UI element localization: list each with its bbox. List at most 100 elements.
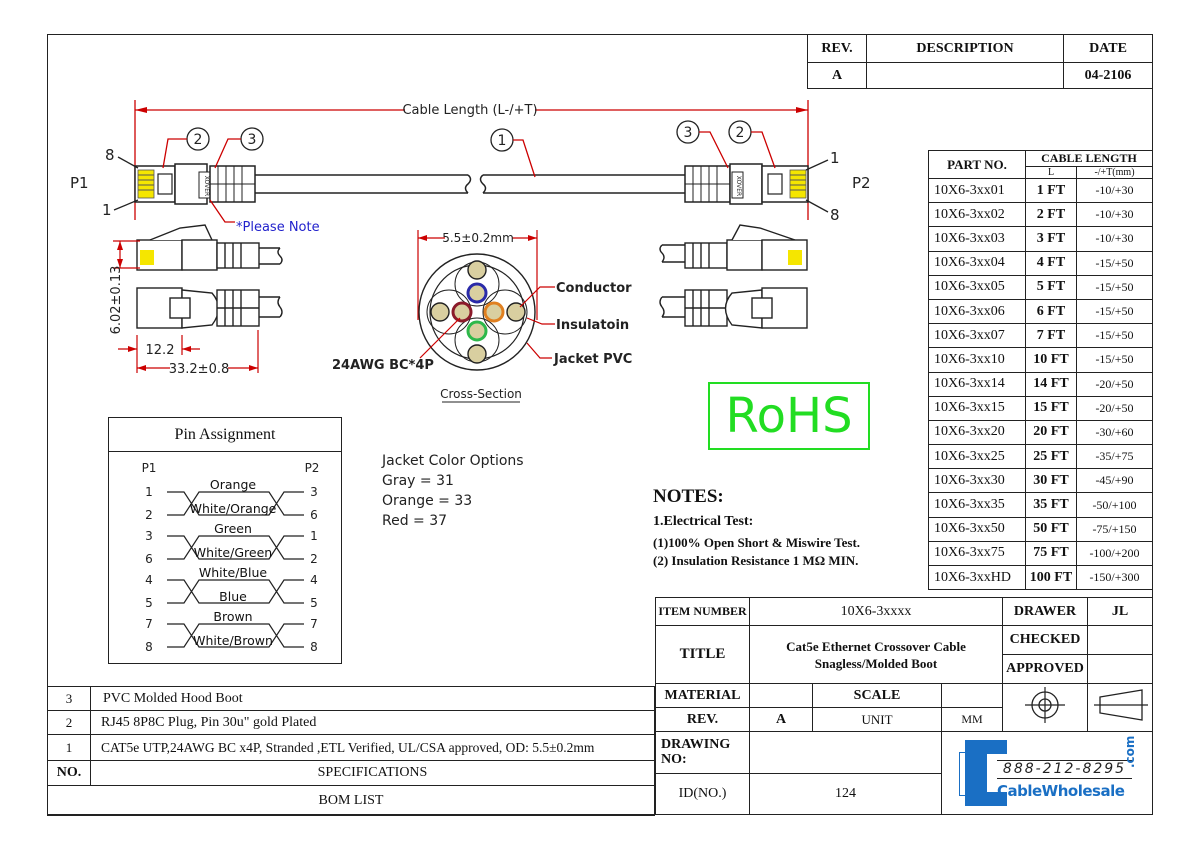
svg-text:3: 3 xyxy=(248,132,257,148)
jacket-color-red: Red = 37 xyxy=(382,513,448,529)
p1-pin: 8 xyxy=(145,640,153,654)
p2-label: P2 xyxy=(852,174,871,192)
projection-symbol-trapezoid xyxy=(1087,683,1153,732)
crosshair-circle-icon xyxy=(1025,687,1065,723)
left-plug-top: XOVER xyxy=(134,163,256,205)
length: 5 FT xyxy=(1025,274,1077,300)
bom-spec: PVC Molded Hood Boot xyxy=(90,686,655,711)
checked-value xyxy=(1087,625,1153,655)
tolerance: -15/+50 xyxy=(1076,347,1153,373)
rev-label: REV. xyxy=(655,707,750,732)
callout-1: 1 xyxy=(490,128,536,178)
boot-marking-left: XOVER xyxy=(203,176,210,196)
pin-1-right: 1 xyxy=(830,149,840,167)
boot-marking-right: XOVER xyxy=(735,176,742,196)
projection-symbol-circle xyxy=(1002,683,1088,732)
p2-pin: 8 xyxy=(310,640,318,654)
part-number: 10X6-3xx75 xyxy=(928,540,1026,567)
p1-pin: 5 xyxy=(145,596,153,610)
title-line-2: Snagless/Molded Boot xyxy=(814,655,938,671)
length: 10 FT xyxy=(1025,347,1077,373)
logo-tld: .com xyxy=(1123,735,1137,768)
bom-list: 3 PVC Molded Hood Boot 2 RJ45 8P8C Plug,… xyxy=(47,686,655,816)
part-number: 10X6-3xx06 xyxy=(928,298,1026,325)
date-value: 04-2106 xyxy=(1063,62,1153,89)
part-number: 10X6-3xx14 xyxy=(928,371,1026,397)
scale-label: SCALE xyxy=(812,683,942,708)
bom-row: 2 RJ45 8P8C Plug, Pin 30u" gold Plated xyxy=(47,710,655,735)
notes: NOTES: 1.Electrical Test: (1)100% Open S… xyxy=(653,486,860,570)
bom-row: 1 CAT5e UTP,24AWG BC x4P, Stranded ,ETL … xyxy=(47,734,655,761)
tolerance: -100/+200 xyxy=(1076,540,1153,567)
p1-pin: 6 xyxy=(145,552,153,566)
p1-pin: 4 xyxy=(145,573,153,587)
id-value: 124 xyxy=(749,772,942,815)
scale-value xyxy=(941,683,1003,708)
part-number: 10X6-3xx04 xyxy=(928,250,1026,276)
length: 14 FT xyxy=(1025,371,1077,397)
rohs-badge: RoHS xyxy=(708,382,870,450)
logo-brand: CableWholesale xyxy=(997,782,1125,800)
right-plug-top: XOVER xyxy=(684,163,809,205)
note-1-2: (2) Insulation Resistance 1 MΩ MIN. xyxy=(653,553,859,568)
jacket-label: Jacket PVC xyxy=(553,352,632,367)
item-number-value: 10X6-3xxxx xyxy=(749,597,1003,626)
date-header: DATE xyxy=(1063,34,1153,63)
truncated-cone-icon xyxy=(1094,689,1148,721)
p1-pin: 7 xyxy=(145,617,153,631)
p2-pin: 5 xyxy=(310,596,318,610)
drawer-label: DRAWER xyxy=(1002,597,1088,626)
logo-bar xyxy=(965,740,987,806)
jacket-color-gray: Gray = 31 xyxy=(382,473,454,489)
material-label: MATERIAL xyxy=(655,683,750,708)
wire-pair xyxy=(167,623,304,648)
cable-length-dimension: Cable Length (L-/+T) xyxy=(134,100,809,220)
p1-label: P1 xyxy=(70,174,89,192)
part-number: 10X6-3xx07 xyxy=(928,323,1026,349)
wire-color-bottom: White/Brown xyxy=(193,633,273,648)
tolerance: -10/+30 xyxy=(1076,226,1153,252)
part-number: 10X6-3xx50 xyxy=(928,516,1026,542)
left-plug-bottom xyxy=(136,287,283,329)
length: 20 FT xyxy=(1025,419,1077,446)
company-logo: 888-212-8295 CableWholesale .com xyxy=(941,731,1153,815)
cross-section: 5.5±0.2mm Conductor Insulatoin Jacket PV… xyxy=(332,230,632,403)
logo-phone: 888-212-8295 xyxy=(997,760,1132,779)
part-number: 10X6-3xx10 xyxy=(928,347,1026,373)
plug-dimensions: 6.02±0.13 12.2 33.2±0.8 xyxy=(109,240,259,377)
length: 7 FT xyxy=(1025,323,1077,349)
bom-spec: CAT5e UTP,24AWG BC x4P, Stranded ,ETL Ve… xyxy=(90,734,655,761)
length: 6 FT xyxy=(1025,298,1077,325)
unit-label: UNIT xyxy=(812,707,942,732)
tolerance: -150/+300 xyxy=(1076,564,1153,591)
wire-color-bottom: Blue xyxy=(219,589,247,604)
callout-3-left: 3 xyxy=(214,127,264,169)
callout-2-left: 2 xyxy=(162,127,210,169)
approved-value xyxy=(1087,654,1153,684)
part-number: 10X6-3xx20 xyxy=(928,419,1026,446)
length: 100 FT xyxy=(1025,564,1077,591)
drawing-no-value xyxy=(749,731,942,774)
bom-no: 3 xyxy=(47,686,91,711)
pin-assignment-title: Pin Assignment xyxy=(109,418,341,452)
dim-total-length: 33.2±0.8 xyxy=(169,362,230,377)
pin-8-right: 8 xyxy=(830,206,840,224)
tolerance: -15/+50 xyxy=(1076,323,1153,349)
tolerance: -15/+50 xyxy=(1076,250,1153,276)
bom-no-header: NO. xyxy=(47,760,91,786)
tolerance: -30/+60 xyxy=(1076,419,1153,446)
jacket-color-options: Jacket Color Options Gray = 31 Orange = … xyxy=(382,451,524,531)
description-header: DESCRIPTION xyxy=(866,34,1064,63)
p2-pin: 2 xyxy=(310,552,318,566)
length: 25 FT xyxy=(1025,444,1077,470)
l-header: L xyxy=(1025,166,1077,179)
tolerance: -15/+50 xyxy=(1076,274,1153,300)
